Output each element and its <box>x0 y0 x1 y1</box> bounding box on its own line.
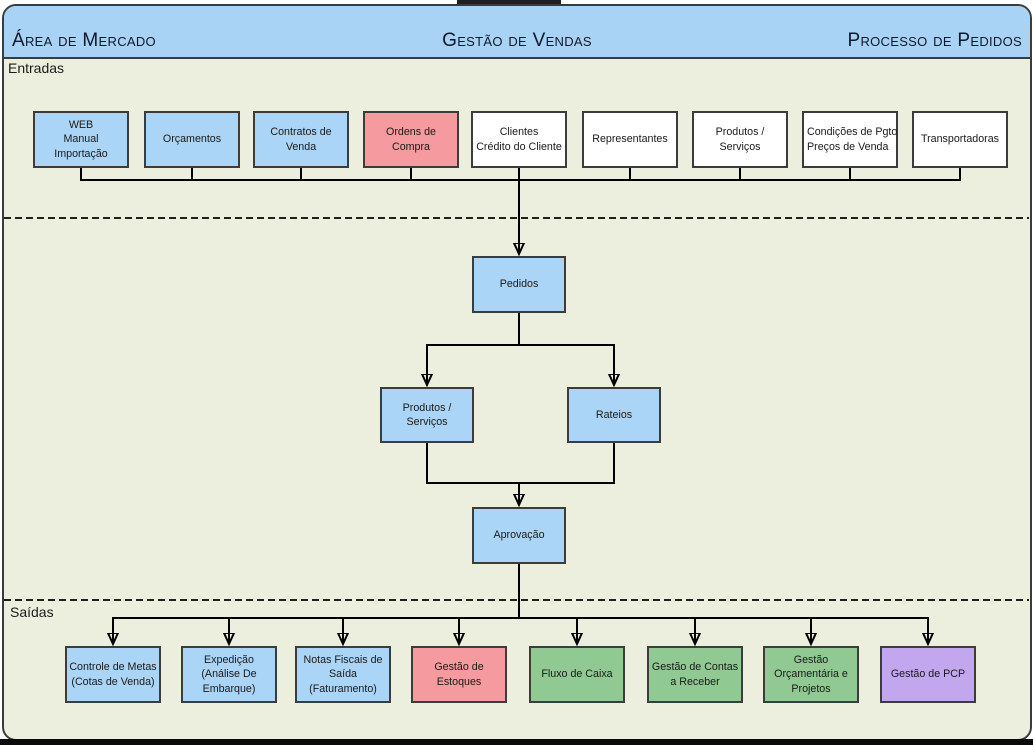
node-rateios: Rateios <box>567 387 661 443</box>
output-gestao-de-pcp: Gestão de PCP <box>880 646 976 703</box>
output-controle-de-metas: Controle de Metas (Cotas de Venda) <box>65 646 161 703</box>
node-pedidos: Pedidos <box>472 256 566 313</box>
output-notas-fiscais: Notas Fiscais de Saída (Faturamento) <box>295 646 391 703</box>
bottom-black-bar <box>0 739 1033 745</box>
input-contratos-de-venda: Contratos de Venda <box>253 111 349 168</box>
input-orcamentos: Orçamentos <box>144 111 240 168</box>
output-contas-a-receber: Gestão de Contas a Receber <box>647 646 743 703</box>
input-ordens-de-compra: Ordens de Compra <box>363 111 459 168</box>
output-gestao-de-estoques: Gestão de Estoques <box>411 646 507 703</box>
saidas-label: Saídas <box>10 604 54 620</box>
diagram-header: Área de Mercado Gestão de Vendas Process… <box>4 6 1030 59</box>
output-expedicao: Expedição (Análise De Embarque) <box>181 646 277 703</box>
input-transportadoras: Transportadoras <box>912 111 1008 168</box>
entradas-label: Entradas <box>8 60 65 76</box>
input-representantes: Representantes <box>582 111 678 168</box>
input-condicoes-pgto: Condições de Pgto Preços de Venda <box>802 111 898 168</box>
header-title: Gestão de Vendas <box>442 30 592 51</box>
header-area-label: Área de Mercado <box>12 30 156 51</box>
output-gestao-orcamentaria: Gestão Orçamentária e Projetos <box>763 646 859 703</box>
input-produtos-servicos: Produtos / Serviços <box>692 111 788 168</box>
node-aprovacao: Aprovação <box>472 507 566 564</box>
top-black-strip <box>457 0 561 4</box>
input-web-manual-importacao: WEB Manual Importação <box>33 111 129 168</box>
header-process-label: Processo de Pedidos <box>847 30 1022 51</box>
input-clientes-credito: Clientes Crédito do Cliente <box>471 111 567 168</box>
output-fluxo-de-caixa: Fluxo de Caixa <box>529 646 625 703</box>
node-produtos-servicos: Produtos / Serviços <box>380 387 474 443</box>
